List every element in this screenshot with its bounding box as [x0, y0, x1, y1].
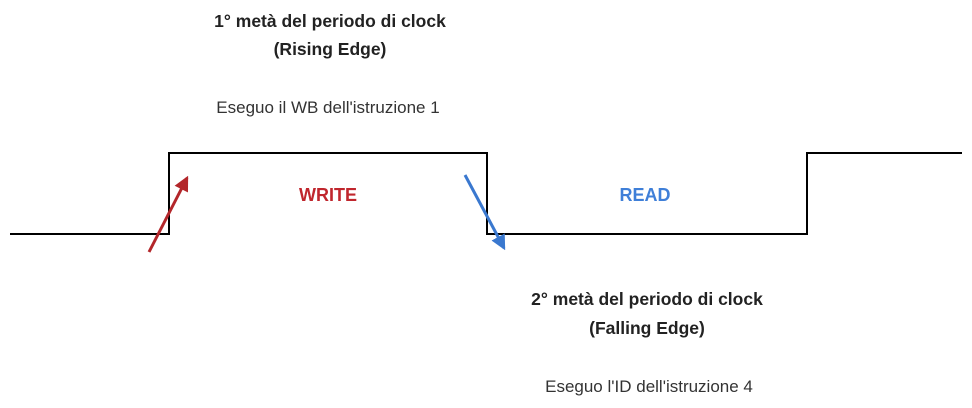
rising-note: Eseguo il WB dell'istruzione 1	[216, 98, 439, 117]
rising-title-line1: 1° metà del periodo di clock	[214, 11, 446, 31]
write-phase-label: WRITE	[299, 185, 357, 205]
read-phase-label: READ	[619, 185, 670, 205]
falling-title-line2: (Falling Edge)	[589, 318, 705, 338]
falling-title-line1: 2° metà del periodo di clock	[531, 289, 763, 309]
rising-title-line2: (Rising Edge)	[274, 39, 387, 59]
clock-waveform	[10, 152, 962, 235]
rising-edge-arrow	[147, 175, 189, 253]
falling-edge-arrow	[463, 174, 506, 251]
falling-note: Eseguo l'ID dell'istruzione 4	[545, 377, 753, 396]
